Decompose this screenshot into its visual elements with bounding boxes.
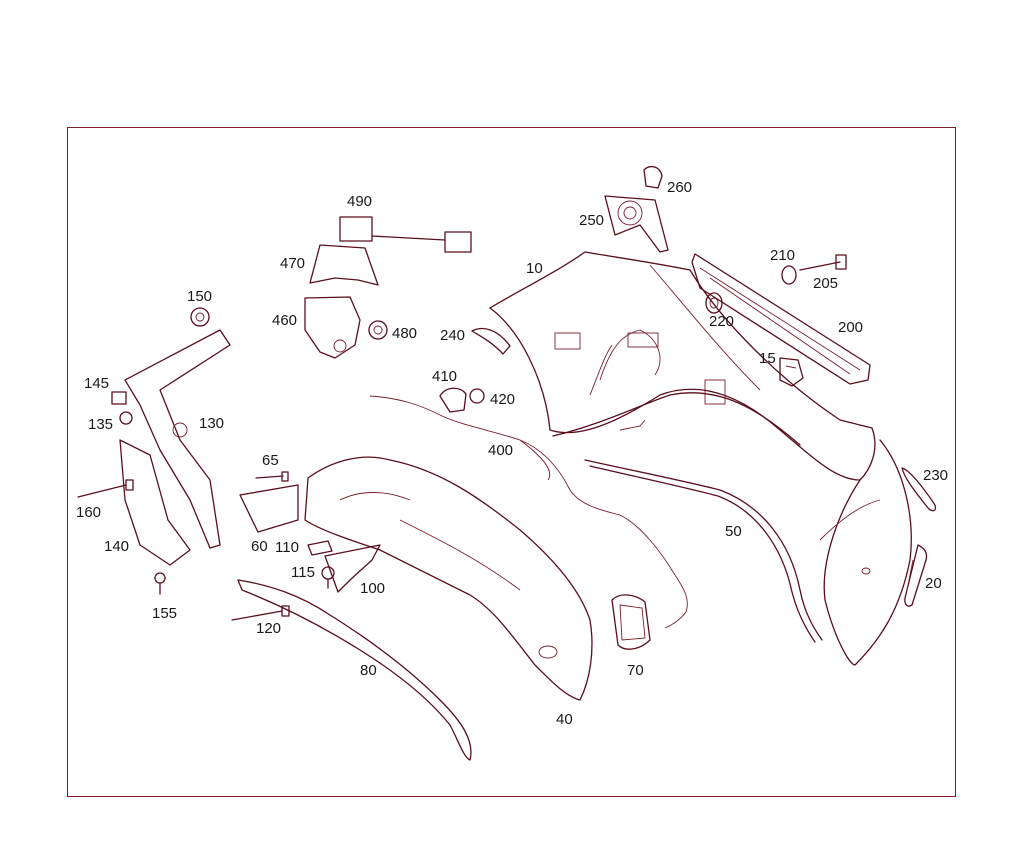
part-460-module[interactable]	[304, 296, 361, 359]
part-205-bolt[interactable]	[799, 254, 847, 271]
part-15-bracket[interactable]	[779, 357, 804, 387]
label-260: 260	[667, 179, 692, 196]
label-490: 490	[347, 193, 372, 210]
part-150-grommet[interactable]	[190, 307, 210, 327]
label-480: 480	[392, 325, 417, 342]
label-150: 150	[187, 288, 212, 305]
label-100: 100	[360, 580, 385, 597]
label-40: 40	[556, 711, 573, 728]
part-470-housing[interactable]	[309, 244, 379, 286]
label-50: 50	[725, 523, 742, 540]
label-200: 200	[838, 319, 863, 336]
label-420: 420	[490, 391, 515, 408]
part-260-clip[interactable]	[643, 165, 663, 189]
label-145: 145	[84, 375, 109, 392]
part-220-grommet[interactable]	[705, 292, 723, 314]
label-15: 15	[759, 350, 776, 367]
label-230: 230	[923, 467, 948, 484]
part-490-sensor[interactable]	[339, 216, 472, 253]
part-240-trim[interactable]	[471, 327, 511, 355]
part-10-bumper-cover[interactable]	[489, 251, 912, 666]
label-60: 60	[251, 538, 268, 555]
label-130: 130	[199, 415, 224, 432]
label-410: 410	[432, 368, 457, 385]
part-160-bolt[interactable]	[77, 479, 134, 498]
part-40-diffuser[interactable]	[304, 456, 593, 701]
part-115-pin[interactable]	[321, 566, 335, 589]
part-70-sensor-surround[interactable]	[611, 594, 651, 650]
label-240: 240	[440, 327, 465, 344]
part-400-harness[interactable]	[369, 395, 688, 629]
part-210-washer[interactable]	[781, 265, 797, 285]
label-65: 65	[262, 452, 279, 469]
part-100-bracket[interactable]	[324, 544, 381, 593]
part-410-sensor[interactable]	[439, 387, 467, 413]
label-115: 115	[291, 564, 315, 581]
label-160: 160	[76, 504, 101, 521]
label-250: 250	[579, 212, 604, 229]
label-470: 470	[280, 255, 305, 272]
part-80-reinforcement[interactable]	[237, 579, 472, 761]
part-130-side-bracket[interactable]	[124, 329, 231, 549]
label-460: 460	[272, 312, 297, 329]
part-50-trim-strip[interactable]	[584, 459, 823, 643]
part-65-screw[interactable]	[255, 471, 289, 482]
part-140-lower-bracket[interactable]	[119, 439, 191, 566]
label-70: 70	[627, 662, 644, 679]
part-480-grommet[interactable]	[368, 320, 388, 340]
label-20: 20	[925, 575, 942, 592]
part-250-bracket[interactable]	[604, 195, 669, 253]
label-210: 210	[770, 247, 795, 264]
diagram-frame	[67, 127, 956, 797]
label-110: 110	[275, 539, 299, 556]
label-155: 155	[152, 605, 177, 622]
part-120-bolt[interactable]	[231, 605, 290, 621]
label-205: 205	[813, 275, 838, 292]
label-135: 135	[88, 416, 113, 433]
part-20-reflector[interactable]	[904, 544, 928, 607]
part-230-reflector[interactable]	[901, 467, 937, 512]
part-420-ring[interactable]	[469, 388, 485, 404]
part-200-crossmember[interactable]	[691, 253, 871, 385]
part-135-nut[interactable]	[119, 411, 133, 425]
label-80: 80	[360, 662, 377, 679]
label-140: 140	[104, 538, 129, 555]
part-60-side-trim[interactable]	[239, 484, 299, 533]
label-220: 220	[709, 313, 734, 330]
label-120: 120	[256, 620, 281, 637]
part-145-clip[interactable]	[111, 391, 127, 405]
part-110-clip[interactable]	[307, 540, 333, 556]
label-10: 10	[526, 260, 543, 277]
part-155-screw[interactable]	[154, 572, 166, 595]
label-400: 400	[488, 442, 513, 459]
